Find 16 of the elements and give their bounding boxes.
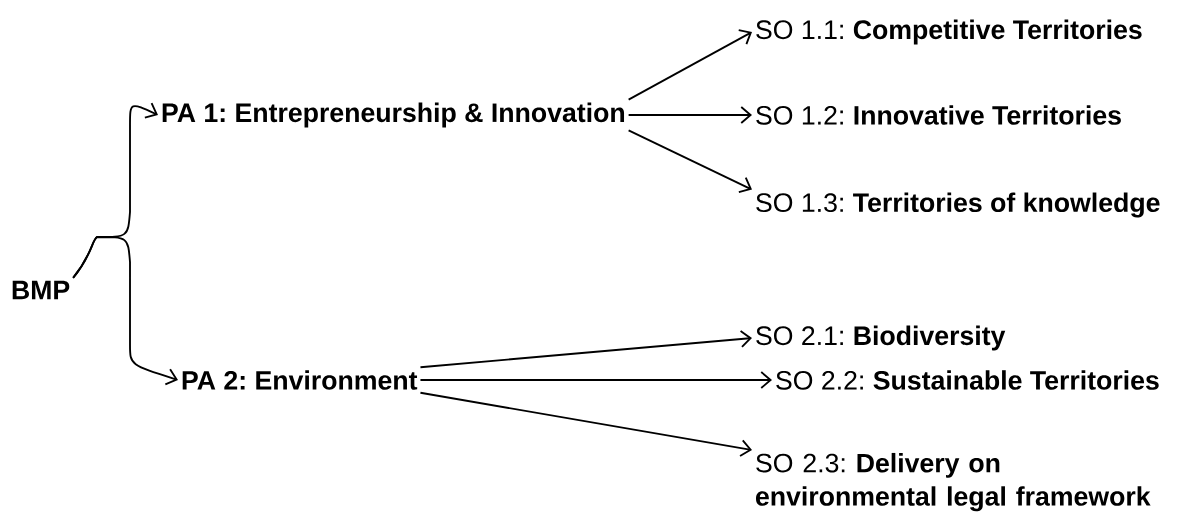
bracket-arrow [72, 236, 178, 386]
objective-label: SO 2.3: Delivery on environmental legal framework [756, 452, 1151, 512]
heading-label: PA 2: Environment [182, 370, 418, 390]
heading-label: PA 1: Entrepreneurship & Innovation [162, 102, 625, 128]
arrow [419, 371, 772, 389]
heading-label: BMP [12, 280, 70, 300]
objective-label: SO 2.1: Biodiversity [756, 325, 1006, 351]
arrow [419, 330, 752, 369]
arrow [627, 129, 752, 194]
arrow [627, 106, 752, 124]
objective-label: SO 1.3: Territories of knowledge [756, 192, 1160, 218]
objective-label: SO 1.2: Innovative Territories [756, 105, 1121, 125]
objective-label: SO 2.2: Sustainable Territories [776, 370, 1159, 390]
arrow [627, 29, 752, 101]
objective-label: SO 1.1: Competitive Territories [756, 19, 1142, 45]
arrow [419, 391, 752, 457]
